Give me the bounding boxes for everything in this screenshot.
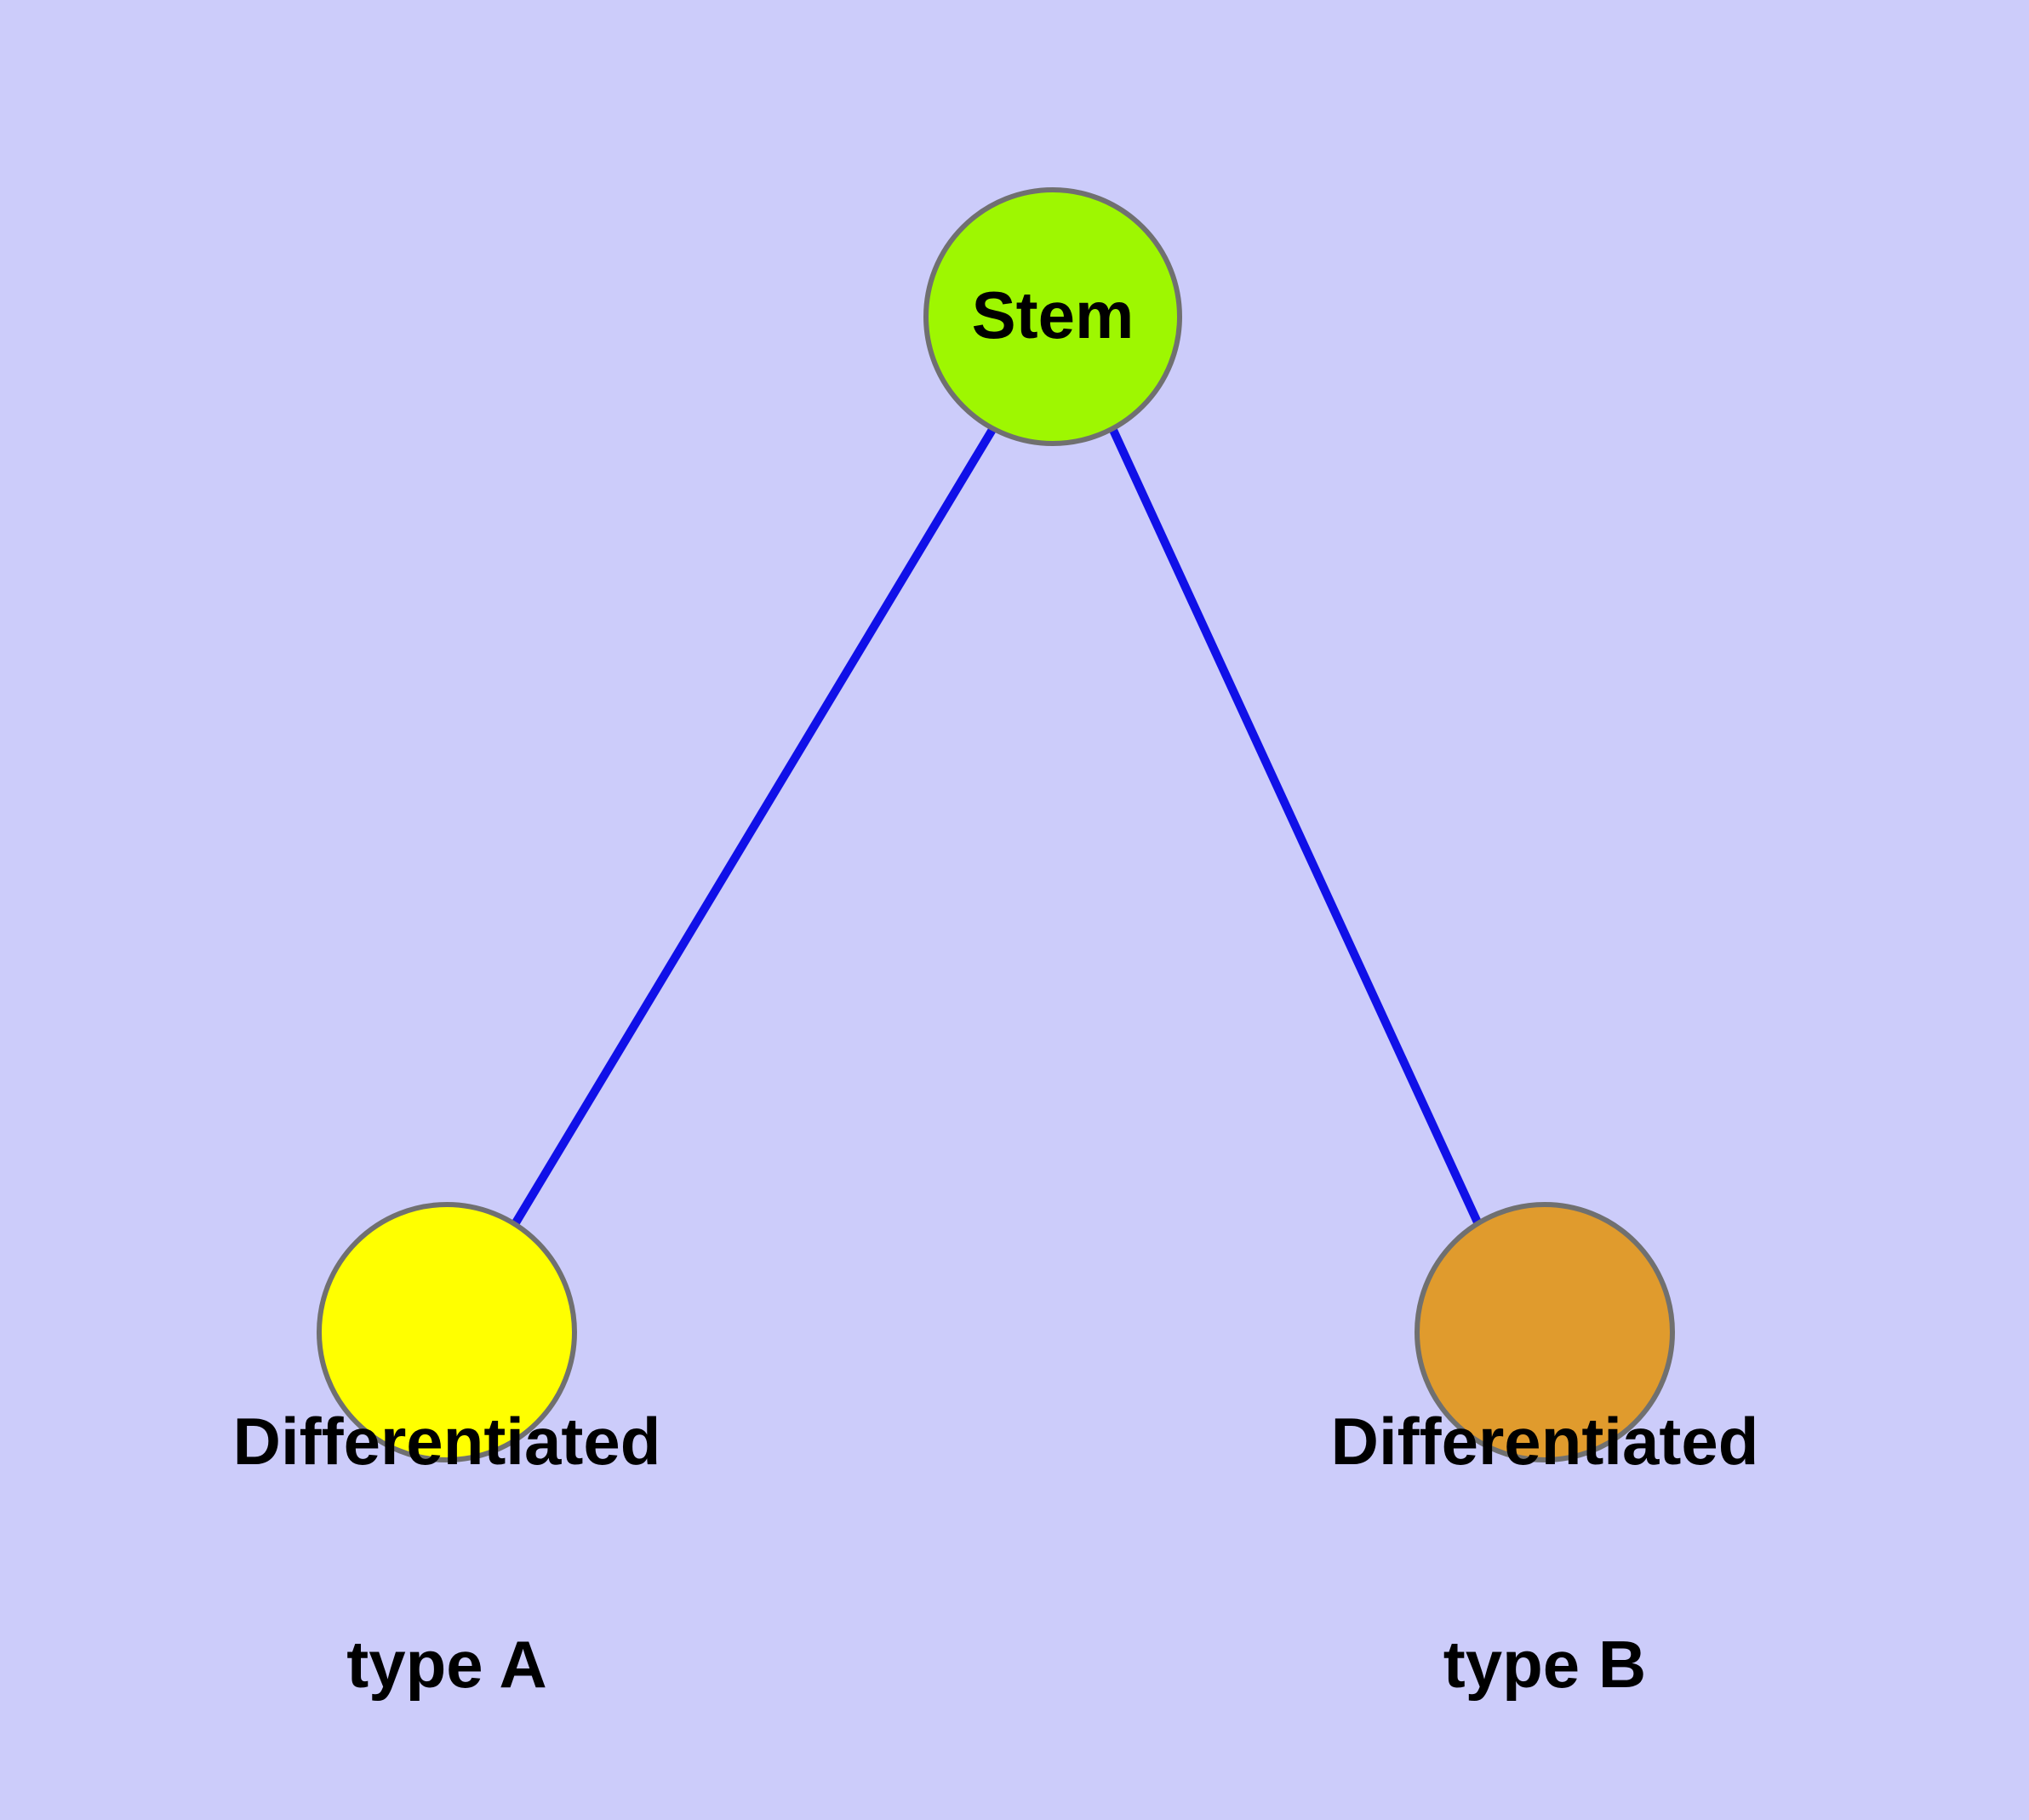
node-stem[interactable] [923,187,1182,446]
edge-layer [511,426,1483,1227]
node-differentiated-type-b[interactable] [1415,1202,1675,1462]
edge-stem-to-differentiated-type-b[interactable] [1108,426,1483,1227]
node-layer [317,187,1675,1462]
edge-stem-to-differentiated-type-a[interactable] [511,426,997,1227]
node-differentiated-type-a[interactable] [317,1202,577,1462]
